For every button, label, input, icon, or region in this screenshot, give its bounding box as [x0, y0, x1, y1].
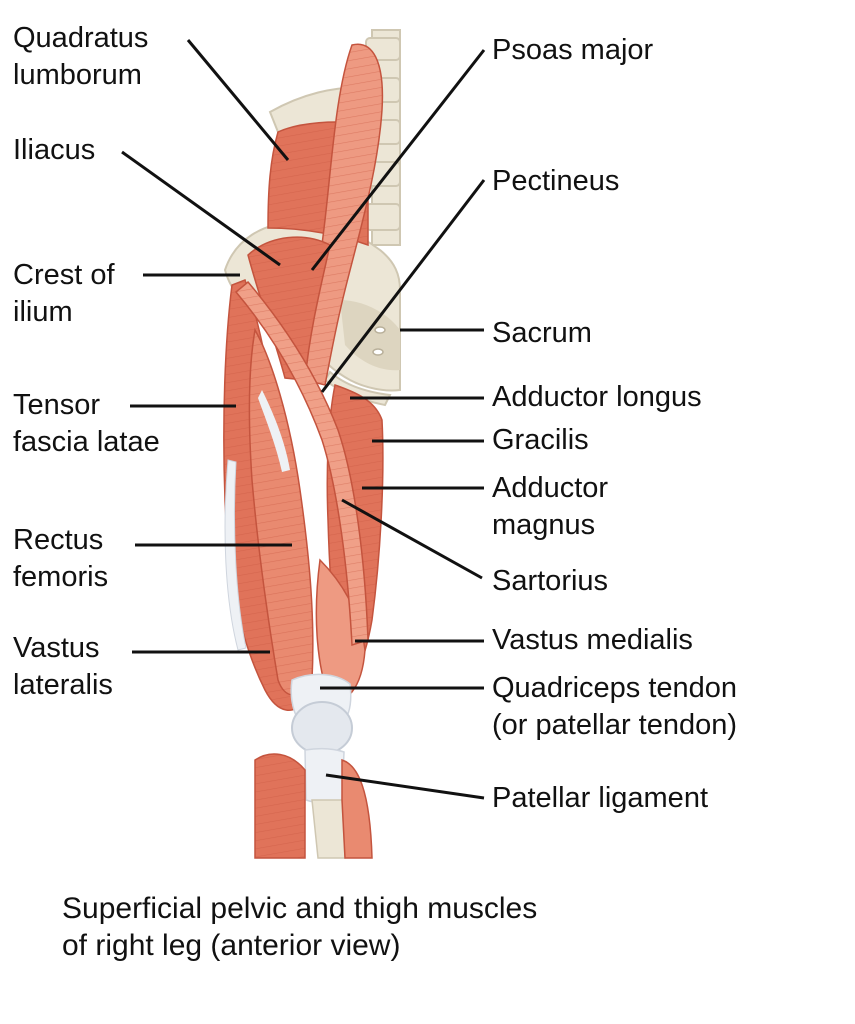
leader-psoas-major [310, 49, 486, 271]
label-adductor-longus: Adductor longus [492, 381, 702, 413]
label-vastus-lateralis: Vastus lateralis [13, 632, 113, 701]
iliotibial-band [224, 459, 247, 651]
label-patellar-ligament: Patellar ligament [492, 782, 708, 814]
rectus-femoris-tendon [258, 390, 290, 472]
label-adductor-magnus: Adductor magnus [492, 472, 609, 541]
label-quadriceps-tendon: Quadriceps tendon (or patellar tendon) [492, 672, 738, 741]
leader-patellar-ligament [325, 773, 485, 800]
leader-iliacus [121, 150, 281, 267]
label-vastus-medialis: Vastus medialis [492, 624, 693, 656]
patella [291, 701, 353, 755]
leader-quadratus-lumborum [186, 39, 290, 161]
label-gracilis: Gracilis [492, 424, 589, 456]
label-rectus-femoris: Rectus femoris [13, 524, 109, 593]
caption-line-1: Superficial pelvic and thigh muscles [62, 892, 538, 925]
leader-pectineus [320, 179, 486, 393]
caption-line-2: of right leg (anterior view) [62, 929, 401, 962]
label-pectineus: Pectineus [492, 165, 620, 197]
label-quadratus-lumborum: Quadratus lumborum [13, 22, 149, 91]
label-iliacus: Iliacus [13, 134, 96, 166]
leader-lines [121, 39, 486, 800]
label-psoas-major: Psoas major [492, 34, 654, 66]
medial-leg-muscle [341, 758, 373, 859]
leader-sartorius [341, 498, 483, 580]
label-crest-of-ilium: Crest of ilium [13, 259, 115, 328]
label-sartorius: Sartorius [492, 565, 609, 597]
label-tensor-fascia-latae: Tensor fascia latae [13, 389, 160, 458]
label-sacrum: Sacrum [492, 317, 592, 349]
figure-caption: Superficial pelvic and thigh muscles of … [62, 890, 537, 964]
tibia [311, 799, 346, 859]
